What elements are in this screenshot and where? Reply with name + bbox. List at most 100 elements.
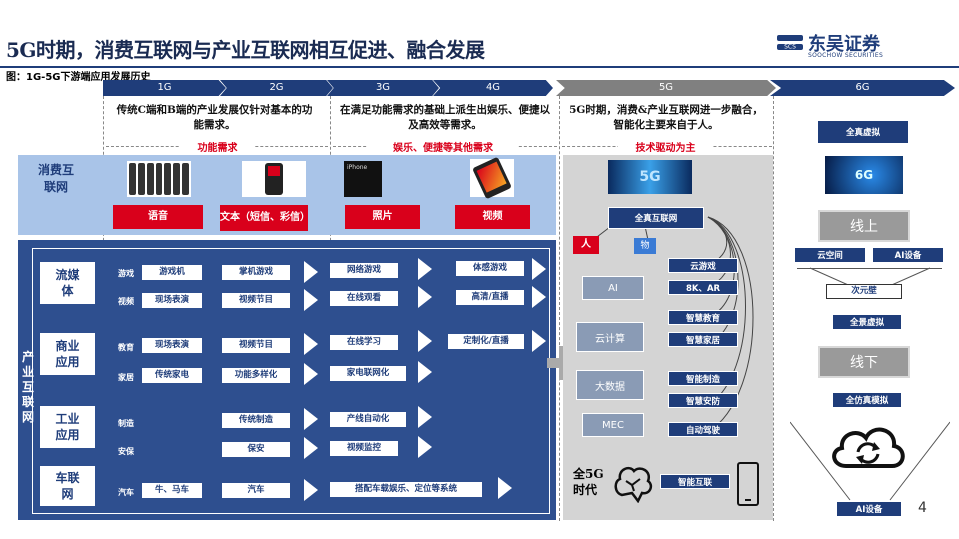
home-item-networked: 家电联网化: [330, 366, 406, 381]
car-item-cart: 牛、马车: [142, 483, 202, 498]
6g-funnel-line: [797, 268, 942, 269]
arrow-icon: [498, 477, 512, 499]
6g-simulation: 全仿真模拟: [832, 392, 902, 408]
mfg-item-traditional: 传统制造: [222, 413, 290, 428]
iphone-image: iPhone: [344, 161, 382, 197]
tech-ai: AI: [582, 276, 644, 300]
sec-item-guard: 保安: [222, 442, 290, 457]
row-label-game: 游戏: [118, 269, 134, 278]
arrow-icon: [304, 289, 318, 311]
6g-cloud-space: 云空间: [794, 247, 866, 263]
gen-3g: 3G: [327, 80, 439, 96]
tech-cloud: 云计算: [576, 322, 644, 352]
gen-2g: 2G: [220, 80, 333, 96]
game-item-console: 游戏机: [142, 265, 202, 280]
row-label-home: 家居: [118, 373, 134, 382]
tech-bigdata: 大数据: [576, 370, 644, 400]
arrow-icon: [304, 408, 318, 430]
era-label-entertainment: 娱乐、便捷等其他需求: [368, 139, 518, 154]
6g-metaverse: 次元壁: [826, 284, 902, 299]
6g-virtual: 全景虚拟: [832, 314, 902, 330]
page-number: 4: [918, 500, 927, 516]
gen-4g: 4G: [433, 80, 553, 96]
home-item-traditional: 传统家电: [142, 368, 202, 383]
svg-text:SCS: SCS: [784, 44, 796, 51]
phone-icon: [737, 462, 759, 506]
logo-icon: SCS: [776, 32, 804, 54]
era-desc-g12: 传统C端和B端的产业发展仅针对基本的功能需求。: [116, 104, 313, 131]
divider-4g-5g: [559, 96, 560, 521]
arrow-icon: [304, 261, 318, 283]
5g-thing-tag: 物: [634, 238, 656, 254]
row-label-video: 视频: [118, 297, 134, 306]
video-item-hd: 高清/直播: [456, 290, 524, 305]
arrow-icon: [418, 330, 432, 352]
row-label-sec: 安保: [118, 447, 134, 456]
logo-name: 东吴证券: [808, 34, 880, 55]
era-desc-g5: 5G时期，消费&产业互联网进一步融合，智能化主要来自于人。: [569, 104, 763, 131]
arrow-icon: [418, 406, 432, 428]
row-label-mfg: 制造: [118, 419, 134, 428]
category-industrial: 工业应用: [40, 406, 95, 448]
6g-online: 线上: [818, 210, 910, 242]
edu-item-custom: 定制化/直播: [448, 334, 524, 349]
5g-era-label: 全5G时代: [573, 467, 604, 497]
car-item-car: 汽车: [222, 483, 290, 498]
arrow-icon: [418, 436, 432, 458]
tech-mec: MEC: [582, 413, 644, 437]
figure-caption: 图：1G-5G下游端应用发展历史: [6, 72, 151, 83]
gen-1g: 1G: [103, 80, 226, 96]
6g-funnel-lines: [790, 267, 950, 501]
industry-internet-border: [32, 248, 550, 514]
6g-ai-device-top: AI设备: [872, 247, 944, 263]
iphone-text: iPhone: [347, 164, 368, 171]
cloud-sync-icon: [826, 420, 910, 472]
game-item-handheld: 掌机游戏: [222, 265, 290, 280]
industry-internet-label: 产业互联网: [21, 350, 34, 424]
row-label-edu: 教育: [118, 343, 134, 352]
edu-item-live: 现场表演: [142, 338, 202, 353]
gen-5g: 5G: [556, 80, 776, 96]
app-smart-mfg: 智能制造: [668, 371, 738, 386]
sec-item-cctv: 视频监控: [330, 441, 398, 456]
video-item-online: 在线观看: [330, 291, 398, 306]
app-smart-home: 智慧家居: [668, 332, 738, 347]
5g-person-tag: 人: [573, 236, 599, 254]
category-commercial: 商业应用: [40, 333, 95, 375]
arrow-icon: [532, 330, 546, 352]
5g-brain-box: 智能互联: [660, 474, 730, 489]
consumer-tag-video: 视频: [455, 205, 530, 229]
5g-hand-image: 5G: [608, 160, 692, 194]
home-item-multifunction: 功能多样化: [222, 368, 290, 383]
app-autonomous: 自动驾驶: [668, 422, 738, 437]
feature-phone-image: [242, 161, 306, 197]
6g-ai-device-bottom: AI设备: [836, 501, 902, 517]
6g-offline: 线下: [818, 346, 910, 378]
divider-5g-6g: [773, 96, 774, 521]
app-8k-ar: 8K、AR: [668, 280, 738, 295]
gen-6g: 6G: [770, 80, 955, 96]
brain-icon: [612, 463, 654, 504]
arrow-icon: [532, 258, 546, 280]
video-item-program: 视频节目: [222, 293, 290, 308]
consumer-tag-photo: 照片: [345, 205, 420, 229]
consumer-internet-label: 消费互联网: [37, 163, 74, 194]
era-label-functional: 功能需求: [180, 139, 255, 154]
edu-item-online: 在线学习: [330, 335, 398, 350]
game-item-online: 网络游戏: [330, 263, 398, 278]
arrow-icon: [418, 258, 432, 280]
arrow-icon: [418, 361, 432, 383]
car-item-system: 搭配车载娱乐、定位等系统: [330, 482, 482, 497]
page-title: 5G时期，消费互联网与产业互联网相互促进、融合发展: [6, 38, 485, 62]
arrow-icon: [418, 286, 432, 308]
video-item-live: 现场表演: [142, 293, 202, 308]
game-item-motion: 体感游戏: [456, 261, 524, 276]
app-smart-edu: 智慧教育: [668, 310, 738, 325]
title-divider: [0, 66, 959, 68]
app-cloud-game: 云游戏: [668, 258, 738, 273]
arrow-icon: [304, 333, 318, 355]
consumer-tag-text: 文本（短信、彩信）: [220, 205, 310, 231]
brick-phones-image: [127, 161, 191, 197]
6g-top-box: 全真虚拟: [817, 120, 909, 144]
6g-image: 6G: [825, 156, 903, 194]
